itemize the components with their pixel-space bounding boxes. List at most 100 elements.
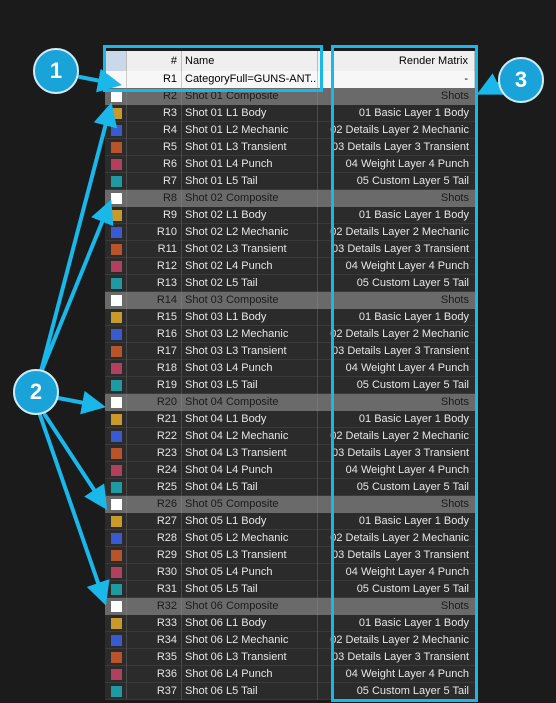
color-swatch[interactable]	[111, 601, 122, 612]
row-number[interactable]: R22	[127, 428, 182, 445]
row-number[interactable]: R33	[127, 615, 182, 632]
color-swatch[interactable]	[111, 635, 122, 646]
row-render-matrix[interactable]: 02 Details Layer 2 Mechanic	[330, 532, 469, 544]
row-number[interactable]: R21	[127, 411, 182, 428]
row-color-cell[interactable]	[105, 360, 127, 377]
row-name[interactable]: Shot 01 L5 Tail	[182, 173, 318, 190]
row-render-matrix[interactable]: 02 Details Layer 2 Mechanic	[330, 124, 469, 136]
row-name[interactable]: Shot 03 L3 Transient	[182, 343, 318, 360]
row-color-cell[interactable]	[105, 479, 127, 496]
color-swatch[interactable]	[111, 108, 122, 119]
row-color-cell[interactable]	[105, 683, 127, 700]
row-name[interactable]: Shot 06 L1 Body	[182, 615, 318, 632]
row-name[interactable]: Shot 04 Composite	[182, 394, 318, 411]
row-color-cell[interactable]	[105, 241, 127, 258]
row-render-matrix[interactable]: 04 Weight Layer 4 Punch	[345, 158, 469, 170]
row-color-cell[interactable]	[105, 275, 127, 292]
row-render-matrix[interactable]: 01 Basic Layer 1 Body	[358, 311, 469, 323]
row-number[interactable]: R37	[127, 683, 182, 700]
row-name[interactable]: Shot 01 Composite	[182, 88, 318, 105]
row-number[interactable]: R27	[127, 513, 182, 530]
row-color-cell[interactable]	[105, 343, 127, 360]
row-render-matrix[interactable]: 04 Weight Layer 4 Punch	[345, 464, 469, 476]
row-number[interactable]: R24	[127, 462, 182, 479]
row-color-cell[interactable]	[105, 598, 127, 615]
row-number[interactable]: R13	[127, 275, 182, 292]
color-swatch[interactable]	[111, 125, 122, 136]
row-render-matrix[interactable]: 05 Custom Layer 5 Tail	[356, 583, 469, 595]
color-swatch[interactable]	[111, 431, 122, 442]
row-name[interactable]: Shot 05 L2 Mechanic	[182, 530, 318, 547]
row-render-matrix[interactable]: 05 Custom Layer 5 Tail	[356, 277, 469, 289]
row-name[interactable]: Shot 06 Composite	[182, 598, 318, 615]
row-name[interactable]: Shot 01 L4 Punch	[182, 156, 318, 173]
row-color-cell[interactable]	[105, 666, 127, 683]
row-render-matrix[interactable]: 02 Details Layer 2 Mechanic	[330, 634, 469, 646]
row-render-matrix[interactable]: Shots	[440, 192, 469, 204]
row-color-cell[interactable]	[105, 207, 127, 224]
color-swatch[interactable]	[111, 142, 122, 153]
row-name[interactable]: Shot 03 L4 Punch	[182, 360, 318, 377]
row-name[interactable]: Shot 04 L1 Body	[182, 411, 318, 428]
row-name[interactable]: Shot 06 L5 Tail	[182, 683, 318, 700]
row-number[interactable]: R29	[127, 547, 182, 564]
row-color-cell[interactable]	[105, 649, 127, 666]
color-swatch[interactable]	[111, 448, 122, 459]
row-number[interactable]: R30	[127, 564, 182, 581]
row-name[interactable]: Shot 03 L2 Mechanic	[182, 326, 318, 343]
color-swatch[interactable]	[111, 380, 122, 391]
row-name[interactable]: Shot 04 L5 Tail	[182, 479, 318, 496]
color-swatch[interactable]	[111, 193, 122, 204]
color-swatch[interactable]	[111, 397, 122, 408]
row-render-matrix[interactable]: 03 Details Layer 3 Transient	[332, 345, 469, 357]
row-number[interactable]: R11	[127, 241, 182, 258]
row-number[interactable]: R17	[127, 343, 182, 360]
row-render-matrix[interactable]: 03 Details Layer 3 Transient	[332, 651, 469, 663]
row-render-matrix[interactable]: 01 Basic Layer 1 Body	[358, 617, 469, 629]
row-color-cell[interactable]	[105, 326, 127, 343]
row-name[interactable]: Shot 05 L1 Body	[182, 513, 318, 530]
row-number[interactable]: R7	[127, 173, 182, 190]
row-number[interactable]: R15	[127, 309, 182, 326]
row-render-matrix[interactable]: 04 Weight Layer 4 Punch	[345, 362, 469, 374]
row-number[interactable]: R1	[127, 71, 182, 88]
color-swatch[interactable]	[111, 567, 122, 578]
row-name[interactable]: Shot 04 L3 Transient	[182, 445, 318, 462]
row-number[interactable]: R9	[127, 207, 182, 224]
row-render-matrix[interactable]: Shots	[440, 498, 469, 510]
color-swatch[interactable]	[111, 516, 122, 527]
row-render-matrix[interactable]: 05 Custom Layer 5 Tail	[356, 685, 469, 697]
row-render-matrix[interactable]: 01 Basic Layer 1 Body	[358, 209, 469, 221]
row-name[interactable]: Shot 03 L5 Tail	[182, 377, 318, 394]
color-swatch[interactable]	[111, 278, 122, 289]
color-swatch[interactable]	[111, 295, 122, 306]
color-swatch[interactable]	[111, 159, 122, 170]
row-color-cell[interactable]	[105, 394, 127, 411]
color-swatch[interactable]	[111, 244, 122, 255]
row-render-matrix[interactable]: 03 Details Layer 3 Transient	[332, 447, 469, 459]
color-swatch[interactable]	[111, 176, 122, 187]
row-number[interactable]: R3	[127, 105, 182, 122]
row-color-cell[interactable]	[105, 581, 127, 598]
row-number[interactable]: R16	[127, 326, 182, 343]
row-render-matrix[interactable]: Shots	[440, 294, 469, 306]
row-color-cell[interactable]	[105, 139, 127, 156]
row-render-matrix[interactable]: Shots	[440, 396, 469, 408]
